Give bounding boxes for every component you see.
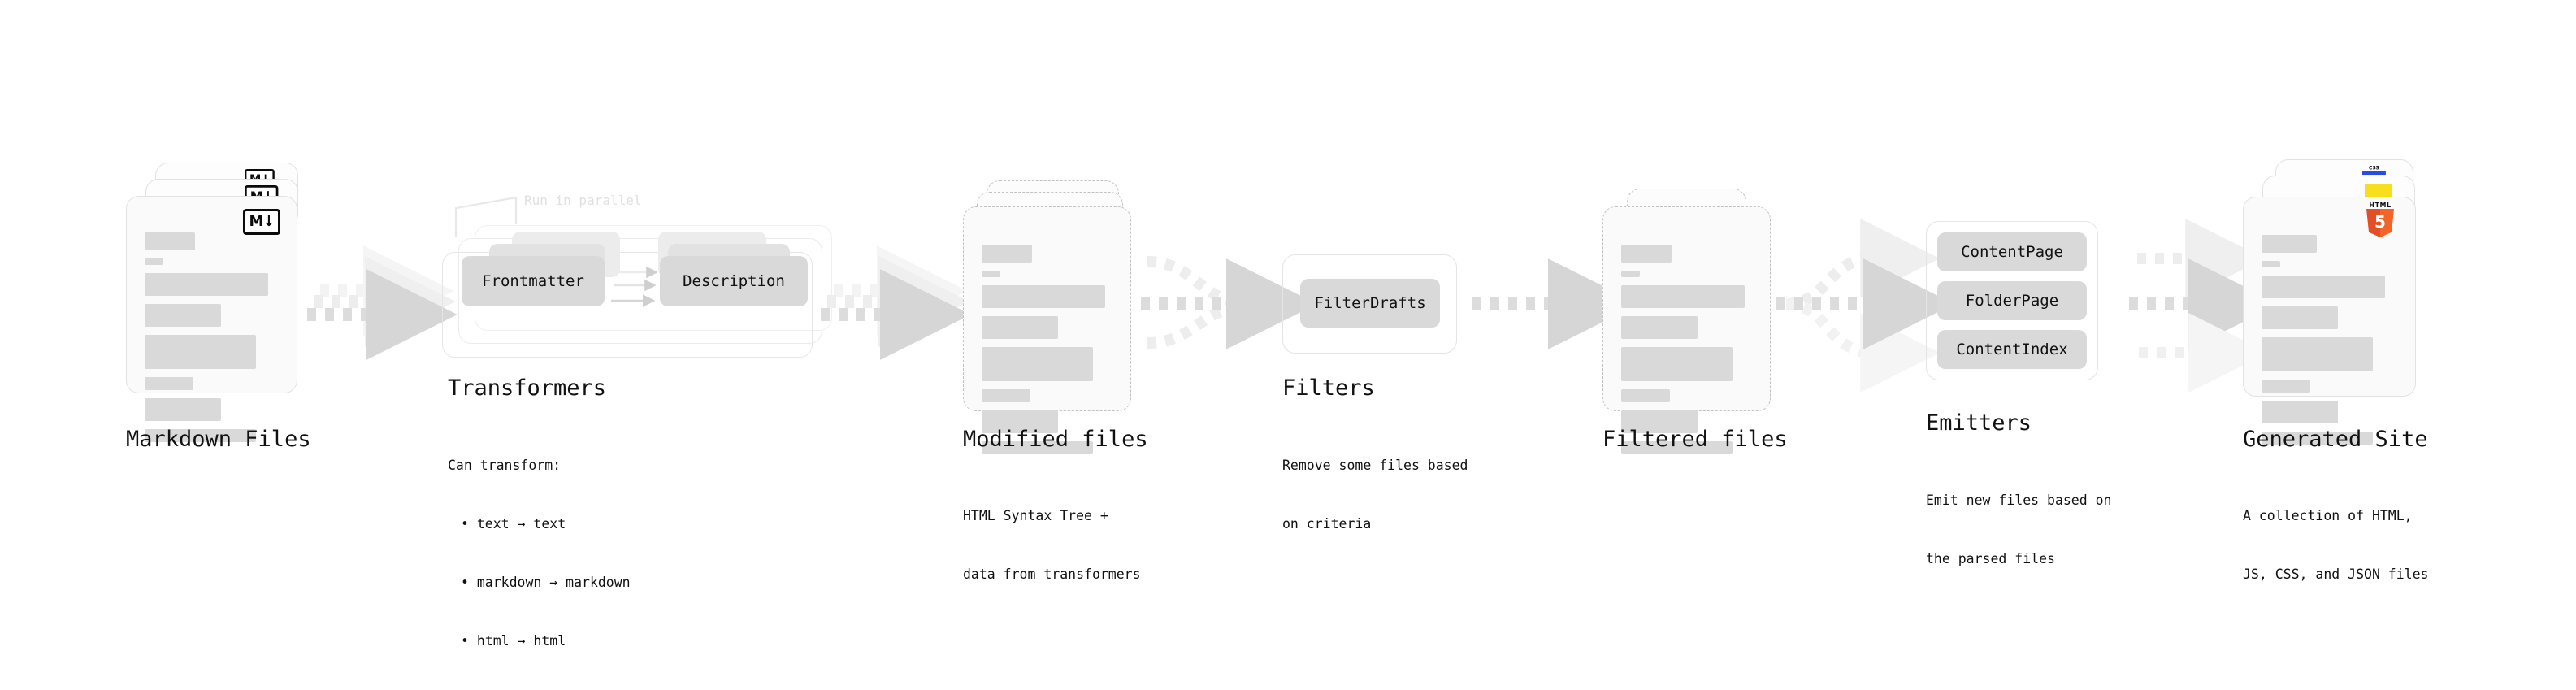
filters-sub-line1: Remove some files based [1282,458,1468,473]
modified-files-sub-line1: HTML Syntax Tree + [963,508,1108,523]
css-badge-label: CSS [2369,165,2379,171]
emitters-title: Emitters [1926,410,2032,436]
run-in-parallel-label: Run in parallel [524,193,642,208]
modified-files-sub-line2: data from transformers [963,566,1141,582]
arrow-emitters-to-site [2129,219,2279,393]
generated-site-stack: CSS HTML 5 [2243,159,2446,445]
modified-skeleton [964,207,1130,454]
filters-box [1282,254,1457,354]
modified-files-title: Modified files [963,427,1148,452]
transformer-pill-frontmatter[interactable]: Frontmatter [462,256,605,306]
modified-files-stack [963,180,1150,454]
emitters-group: ContentPage FolderPage ContentIndex [1926,221,2121,384]
generated-site-title: Generated Site [2243,427,2428,452]
markdown-skeleton [127,197,297,442]
filters-subtitle: Remove some files based on criteria [1282,417,1468,573]
html5-digit: 5 [2374,211,2386,232]
transformers-bullet-2: • markdown → markdown [461,575,631,590]
emitters-box [1926,221,2098,380]
transformers-bullet-1: • text → text [461,516,566,532]
modified-card-front [963,206,1131,454]
transformer-pill-description[interactable]: Description [660,256,808,306]
css-badge: CSS [2362,166,2386,176]
html5-shield: 5 [2366,209,2394,237]
generated-site-subtitle: A collection of HTML, JS, CSS, and JSON … [2243,467,2428,623]
filtered-files-stack [1602,180,1789,454]
filters-sub-line2: on criteria [1282,516,1372,532]
emitter-pill-contentindex[interactable]: ContentIndex [1937,330,2087,369]
transformers-title: Transformers [448,375,607,401]
filtered-files-title: Filtered files [1602,427,1788,452]
emitters-sub-line1: Emit new files based on [1926,493,2112,508]
emitter-pill-folderpage[interactable]: FolderPage [1937,281,2087,320]
filtered-skeleton [1603,207,1770,454]
html5-word: HTML [2369,202,2392,209]
arrow-filtered-to-emitters [1776,219,1954,393]
emitter-pill-contentpage[interactable]: ContentPage [1937,232,2087,271]
generated-site-sub-line2: JS, CSS, and JSON files [2243,566,2429,582]
transformers-bullet-3: • html → html [461,633,566,649]
transformers-sub-heading: Can transform: [448,458,562,473]
transformers-box-mid [458,238,822,344]
filters-title: Filters [1282,375,1375,401]
transformers-group: Frontmatter Description [439,207,845,362]
filtered-card-front [1602,206,1771,454]
emitters-sub-line2: the parsed files [1926,551,2055,566]
site-skeleton [2244,197,2415,445]
js-badge [2365,184,2392,198]
markdown-files-title: Markdown Files [126,427,311,452]
modified-files-subtitle: HTML Syntax Tree + data from transformer… [963,467,1141,623]
markdown-badge-front: M↓ [243,209,280,235]
emitters-subtitle: Emit new files based on the parsed files [1926,452,2111,608]
transformers-subtitle: Can transform: • text → text • markdown … [448,417,631,690]
generated-site-sub-line1: A collection of HTML, [2243,508,2413,523]
arrow-md-to-transformers [307,245,458,360]
arrow-modified-to-filters [1141,256,1317,349]
transformers-box-front [442,252,813,358]
css-badge-bar [2362,171,2386,176]
html5-icon: HTML 5 [2365,202,2396,237]
filter-pill-filterdrafts[interactable]: FilterDrafts [1300,279,1440,328]
markdown-files-stack: M↓ M↓ M↓ [126,163,313,442]
filters-group: FilterDrafts [1282,254,1463,354]
